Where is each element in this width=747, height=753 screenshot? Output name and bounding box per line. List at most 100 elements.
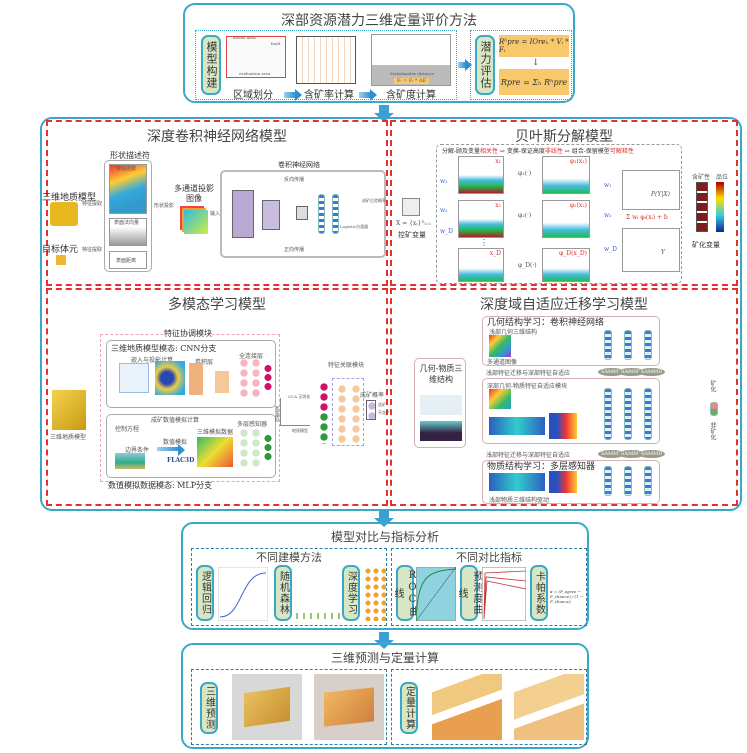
layer-column [624, 466, 632, 496]
deep-mat-image [489, 417, 545, 435]
input-label: 几何-物质三维结构 [419, 364, 463, 384]
step-region-division: 区域划分 [233, 90, 273, 101]
step-ore-degree: 含矿度计算 [386, 90, 436, 101]
conv-label: 卷积层 [195, 359, 214, 366]
methods-box: 不同建模方法 逻辑回归 随机森林 深度学习 [191, 548, 387, 626]
xD-label: x_D [489, 250, 501, 257]
feature-function-label: 特征函数 [116, 166, 137, 172]
sum-formula: Σ wᵢ φᵢ(xᵢ) + b [626, 214, 668, 221]
output-node [710, 402, 718, 416]
forward-label: 正向传播 [284, 247, 305, 253]
potential-assess-label: 潜力评估 [475, 35, 495, 95]
fc-layer [332, 194, 339, 234]
X-label: X = {xᵢ}ᴰᵢ₌₁ [396, 220, 432, 227]
calc-image-2 [514, 674, 584, 740]
metric-roc: ROC曲线 [392, 565, 418, 621]
phi2-label: φ₂(·) [518, 212, 532, 219]
assoc-module [332, 378, 364, 446]
metrics-box: 不同对比指标 ROC曲线 预测度曲线 卡帕系数 κ = (P_agree − P… [391, 548, 587, 626]
mlp-output-nodes [264, 434, 272, 462]
simdata-label: 三维模拟数据 [197, 429, 234, 436]
multimodal-title: 多模态学习模型 [168, 297, 266, 313]
final-title: 三维预测与定量计算 [330, 651, 439, 665]
distance-box: 表面距离 [109, 251, 147, 269]
normal-image: 表面法向量 [109, 218, 147, 246]
conv-block [189, 363, 203, 395]
sim-label: 成矿数值模拟计算 [151, 417, 200, 424]
mlp-label: 多层感知器 [237, 421, 268, 428]
extract-label-1: 特征提取 [82, 201, 103, 207]
fc-nodes [240, 358, 248, 398]
geo-learn-box: 几何结构学习：卷积神经网络 浅部几何三维结构 多通道图像 [482, 316, 660, 366]
evaluation-method-box: 深部资源潜力三维定量评价方法 模型构建 model area fault eva… [183, 3, 575, 103]
geo-learn-label: 几何结构学习：卷积神经网络 [487, 318, 605, 328]
header-step-2-key: 非线性 [544, 148, 563, 155]
boundary-image [115, 453, 145, 469]
fc-label: 全连接层 [239, 353, 264, 360]
distance-label: 表面距离 [116, 258, 137, 264]
roc-chart [416, 567, 456, 621]
grade-colorbar [716, 182, 724, 232]
layer-column [644, 388, 652, 440]
evaluation-area-label: evaluation area [239, 71, 271, 76]
embed-images [119, 363, 149, 393]
embed-label: 嵌入与投影计算 [131, 357, 174, 364]
fault-label: fault [271, 41, 281, 46]
concat-nodes [320, 382, 328, 444]
predict-box: 三维预测 [191, 669, 387, 745]
cnn-panel: 深度卷积神经网络模型 形状描述符 特征函数 表面法向量 表面距离 三维地质模型 … [42, 120, 388, 286]
feature-function-image: 特征函数 [109, 164, 147, 214]
arrow-icon [359, 89, 377, 101]
model-build-area: 模型构建 model area fault evaluation area Ma… [195, 30, 457, 101]
model-build-label: 模型构建 [201, 35, 221, 95]
prob-label: 成矿概率 [360, 392, 385, 399]
woutD-label: w_D [604, 246, 617, 253]
conv-block [232, 190, 254, 238]
assoc-nodes [352, 384, 360, 444]
w2-label: w₂ [440, 207, 448, 214]
layer-column [644, 466, 652, 496]
models-box [40, 117, 742, 511]
bayes-inner-box [436, 144, 682, 284]
transfer-title: 深度域自适应迁移学习模型 [480, 297, 648, 313]
wout2-label: w₂ [604, 212, 612, 219]
mlp-nodes [240, 428, 248, 468]
phi1x-label: φ₁(x₁) [569, 158, 587, 165]
network-box: 反向传播 Logistic分类器 成矿后验概率 正向传播 [220, 170, 386, 258]
method-logistic: 逻辑回归 [196, 565, 214, 621]
conv-block [296, 206, 308, 220]
header-step-2: 变换-保证高度 [506, 148, 545, 155]
cca-plot [280, 398, 310, 426]
region-map: model area fault evaluation area [226, 35, 286, 78]
layer-column [624, 388, 632, 440]
assoc-label: 特征关联模块 [328, 362, 365, 369]
phi2x-label: φ₂(x₂) [569, 202, 587, 209]
phi2-plot: φ₂(x₂) [542, 200, 590, 238]
regression-plot: Y [622, 228, 680, 272]
boundary-label: 边界条件 [125, 447, 150, 454]
histogram-xlabel: Mahalanobis distance [390, 71, 435, 76]
method-random-forest: 随机森林 [274, 565, 292, 621]
x2-plot: x₂ [458, 200, 504, 238]
mat-input-image [420, 421, 462, 441]
predict-label: 三维预测 [200, 682, 218, 734]
geo-input-image [420, 395, 462, 415]
conv-block [215, 371, 229, 393]
arrow-icon [157, 444, 185, 456]
geo-model-image [50, 202, 78, 226]
bayes-panel: 贝叶斯分解模型 分解-顾及变量相关性 ⇨ 变换-保证高度非线性 ⇨ 组合-保留模… [390, 120, 738, 286]
deep-mat-image-2 [549, 413, 577, 439]
control-label: 控矿变量 [398, 231, 426, 239]
assoc-nodes [338, 384, 346, 444]
prediction-curve-chart [482, 567, 526, 621]
methods-title: 不同建模方法 [256, 551, 322, 564]
layer-column [624, 330, 632, 360]
mat-image [489, 473, 545, 491]
phi1-plot: φ₁(x₁) [542, 156, 590, 194]
fc-output-nodes [264, 364, 272, 392]
descriptor-label: 形状描述符 [110, 151, 150, 160]
flac-logo: FLAC3D [167, 457, 195, 464]
multimodal-panel: 多模态学习模型 特征协调模块 三维地质模型模态: CNN分支 嵌入与投影计算 卷… [46, 288, 390, 506]
sammd-badge: SAMMD [618, 450, 646, 458]
shallow-geo-label: 浅部几何三维结构 [489, 329, 538, 336]
